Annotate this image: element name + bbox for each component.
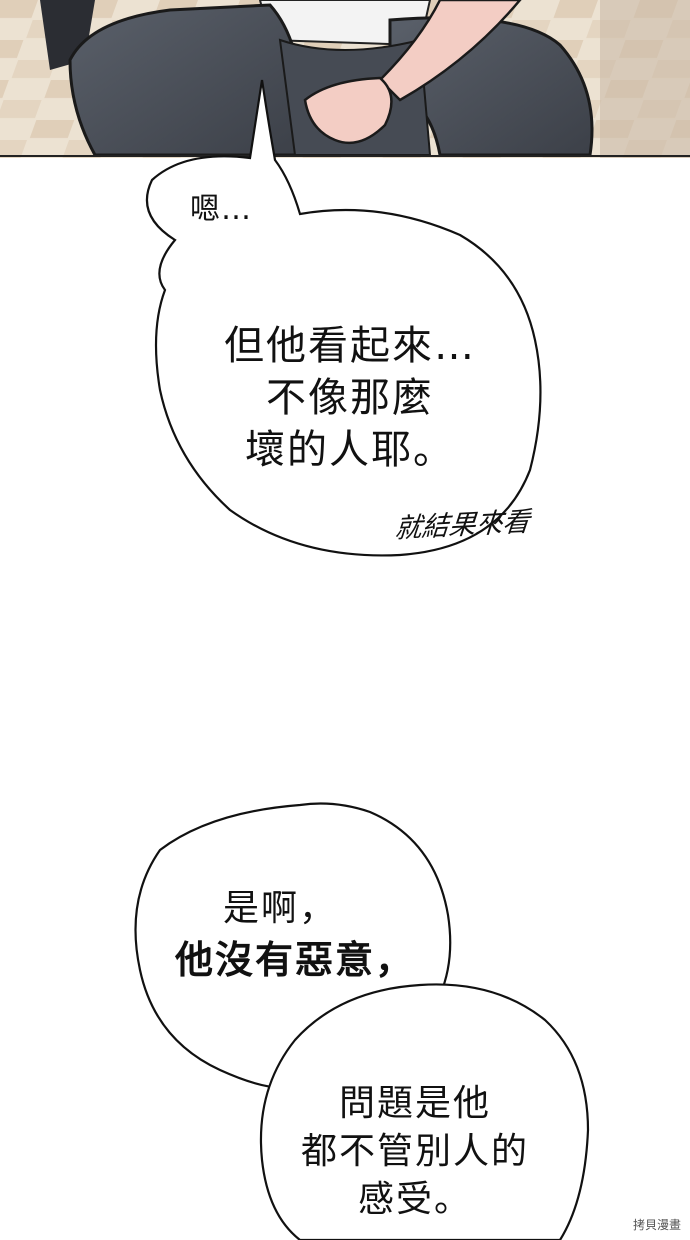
- bubble-1-line-1: 嗯…: [190, 192, 252, 227]
- bubble-2-line-1: 是啊，: [222, 888, 337, 929]
- bubble-3-text: 問題是他 都不管別人的 感受。: [300, 1083, 529, 1220]
- bubble-1-sfx-text: 就結果來看: [393, 506, 532, 545]
- hand: [303, 76, 393, 145]
- speech-bubble-1: [145, 79, 542, 557]
- arm: [378, 0, 522, 102]
- illustration-svg: [0, 0, 690, 158]
- bubble-2-line-2: 他沒有惡意，: [174, 938, 415, 982]
- bubble-1-line-2: 但他看起來… 不像那麼 壞的人耶。: [224, 323, 476, 473]
- comic-panel-illustration: [0, 0, 690, 158]
- speech-bubble-3: [259, 983, 590, 1240]
- watermark: 拷貝漫畫: [629, 1215, 684, 1234]
